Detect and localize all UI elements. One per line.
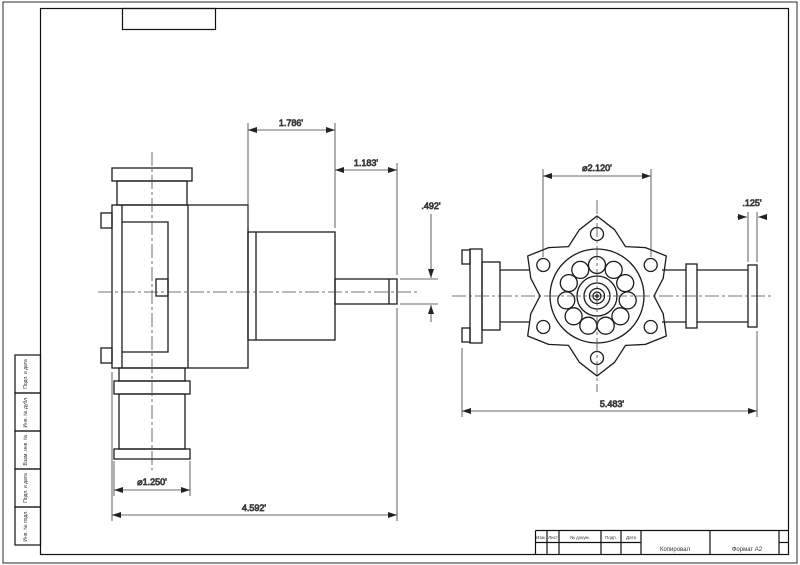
title-block: Изм. Лист № докум. Подп. Дата Копировал … [534, 529, 789, 555]
stamp-label: Инв. № подл. [23, 510, 29, 541]
title-col-list: Лист [548, 535, 558, 540]
format-label: Формат А2 [732, 547, 763, 553]
stamp-label: Инв. № дубл. [23, 397, 29, 428]
mount-ear [100, 212, 113, 229]
dim-shaft-diameter: .492' [421, 201, 441, 211]
drawing-frame [39, 7, 790, 556]
dim-cylinder-length: 1.786' [279, 118, 304, 128]
title-col-izm: Изм. [536, 535, 546, 540]
mount-ear [100, 347, 113, 364]
dim-bolt-circle-diameter: ⌀2.120' [582, 163, 612, 173]
centerlines [98, 152, 772, 470]
dim-hose-barb-diameter: ⌀1.250' [137, 477, 167, 487]
stamp-label: Взам. инв. № [23, 435, 29, 466]
dim-barb-ridge: .125' [742, 198, 762, 208]
revision-box [121, 7, 217, 31]
dim-overall-length: 4.592' [242, 503, 267, 513]
copied-by-label: Копировал [660, 547, 691, 553]
flange-bolt-holes [536, 226, 658, 366]
stamp-label: Подп. и дата [23, 473, 29, 503]
drive-shaft [334, 278, 398, 305]
dim-shaft-length: 1.183' [354, 158, 379, 168]
title-col-data: Дата [626, 535, 636, 540]
dimensions: 1.786' 1.183' .492' ⌀1.250' 4.592' ⌀2.12… [111, 118, 767, 521]
stamp-cell [14, 506, 42, 546]
title-col-podp: Подп. [605, 535, 617, 540]
title-col-dokum: № докум. [570, 535, 590, 540]
side-stamps: Подп. и дата Инв. № дубл. Взам. инв. № П… [14, 354, 42, 546]
dim-overall-width: 5.483' [600, 399, 625, 409]
stamp-label: Подп. и дата [23, 359, 29, 389]
